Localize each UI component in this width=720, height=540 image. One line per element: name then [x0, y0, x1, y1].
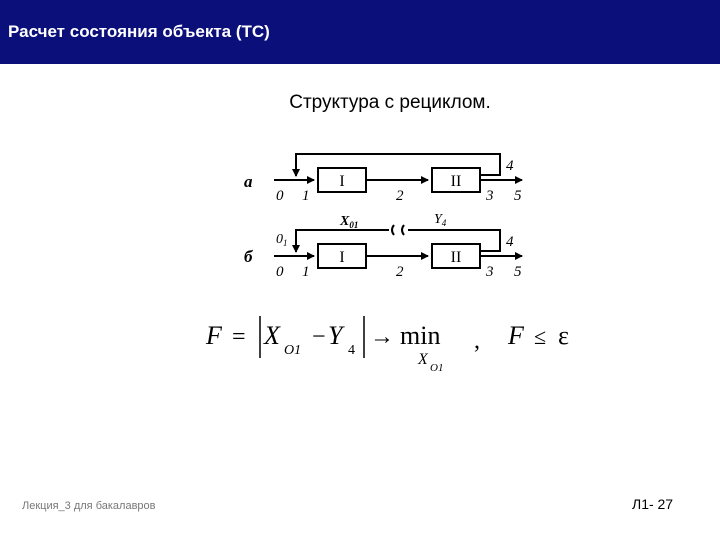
node-0-b: 01: [276, 232, 288, 248]
formula-f2: F: [507, 321, 525, 350]
formula-le: ≤: [534, 324, 546, 349]
formula-f: F: [205, 321, 223, 350]
footer-lecture-label: Лекция_3 для бакалавров: [22, 500, 156, 512]
tear-y-label: Y4: [434, 212, 447, 228]
tear-mark-right: [401, 224, 405, 236]
node-5-b: 5: [514, 264, 522, 280]
row-b-label: б: [244, 247, 254, 266]
formula-x: X: [263, 321, 281, 350]
node-2-a: 2: [396, 188, 404, 204]
formula-x-sub: O1: [284, 343, 301, 358]
row-a-label: а: [244, 172, 253, 191]
tear-x-label: X01: [339, 214, 358, 230]
block-1-b: [317, 243, 367, 269]
recycle-feed-b: [292, 229, 389, 253]
block-1-a-label: I: [339, 173, 344, 190]
formula-equals: =: [232, 324, 246, 350]
block-2-b-label: II: [451, 249, 462, 266]
slide-title: Расчет состояния объекта (ТС): [8, 22, 270, 41]
block-1-b-label: I: [339, 249, 344, 266]
slide-subtitle: Структура с рециклом.: [289, 92, 491, 113]
block-2-b: [431, 243, 481, 269]
formula-arrow: →: [370, 324, 394, 350]
node-4-b: 4: [506, 234, 514, 250]
node-0-b-bottom: 0: [276, 264, 284, 280]
node-5-a: 5: [514, 188, 522, 204]
formula-y: Y: [328, 321, 345, 350]
diagram-row-b: б I II 01 0 1 2 3 4 5: [244, 224, 523, 280]
recycle-return-b: [408, 229, 501, 252]
recycle-structure-diagram: а I II 0 1 2 3 4 5 X01 Y4 б I II: [244, 153, 523, 280]
tear-mark-left: [391, 224, 395, 236]
formula-min-under: X: [417, 351, 429, 368]
formula-min: min: [400, 321, 440, 350]
diagram-row-a: а I II 0 1 2 3 4 5: [244, 153, 523, 204]
footer-slide-number: Л1- 27: [632, 496, 674, 512]
formula-comma: ,: [474, 328, 480, 354]
node-1-b: 1: [302, 264, 310, 280]
block-2-a-label: II: [451, 173, 462, 190]
formula-eps: ε: [558, 321, 569, 350]
title-bar: Расчет состояния объекта (ТС): [0, 0, 720, 64]
formula-min-under-sub: O1: [430, 362, 443, 374]
tear-labels: X01 Y4: [339, 212, 447, 230]
objective-formula: F = X O1 − Y 4 → min X O1 , F ≤ ε: [205, 316, 569, 374]
node-0-a: 0: [276, 188, 284, 204]
formula-y-sub: 4: [348, 343, 355, 358]
recycle-line-a: [292, 153, 501, 177]
node-3-b: 3: [485, 264, 494, 280]
formula-minus: −: [312, 324, 326, 350]
node-4-a: 4: [506, 158, 514, 174]
node-1-a: 1: [302, 188, 310, 204]
node-3-a: 3: [485, 188, 494, 204]
node-2-b: 2: [396, 264, 404, 280]
